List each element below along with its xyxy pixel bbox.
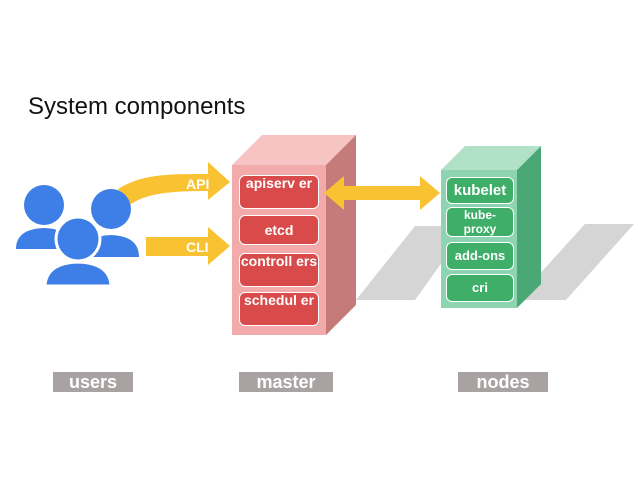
nodes-box-top xyxy=(441,146,541,170)
nodes-caption: nodes xyxy=(458,372,548,392)
node-component-kube-proxy: kube- proxy xyxy=(446,207,514,237)
nodes-box-side xyxy=(517,146,541,308)
master-shadow xyxy=(356,226,468,300)
master-component-scheduler: schedul er xyxy=(239,292,319,326)
page-title: System components xyxy=(28,93,246,120)
master-box-top xyxy=(232,135,356,165)
users-caption: users xyxy=(53,372,133,392)
cli-arrow xyxy=(146,227,230,265)
master-box-side xyxy=(326,135,356,335)
master-component-etcd: etcd xyxy=(239,215,319,245)
master-component-controllers: controll ers xyxy=(239,253,319,287)
api-label: API xyxy=(186,176,210,192)
api-arrow xyxy=(118,162,230,206)
users-group-icon xyxy=(16,185,139,288)
master-component-apiserver: apiserv er xyxy=(239,175,319,209)
node-component-cri: cri xyxy=(446,274,514,302)
node-component-add-ons: add-ons xyxy=(446,242,514,270)
master-caption: master xyxy=(239,372,333,392)
cli-label: CLI xyxy=(186,239,209,255)
master-nodes-arrow xyxy=(324,176,440,210)
node-component-kubelet: kubelet xyxy=(446,177,514,204)
nodes-shadow xyxy=(516,224,634,300)
